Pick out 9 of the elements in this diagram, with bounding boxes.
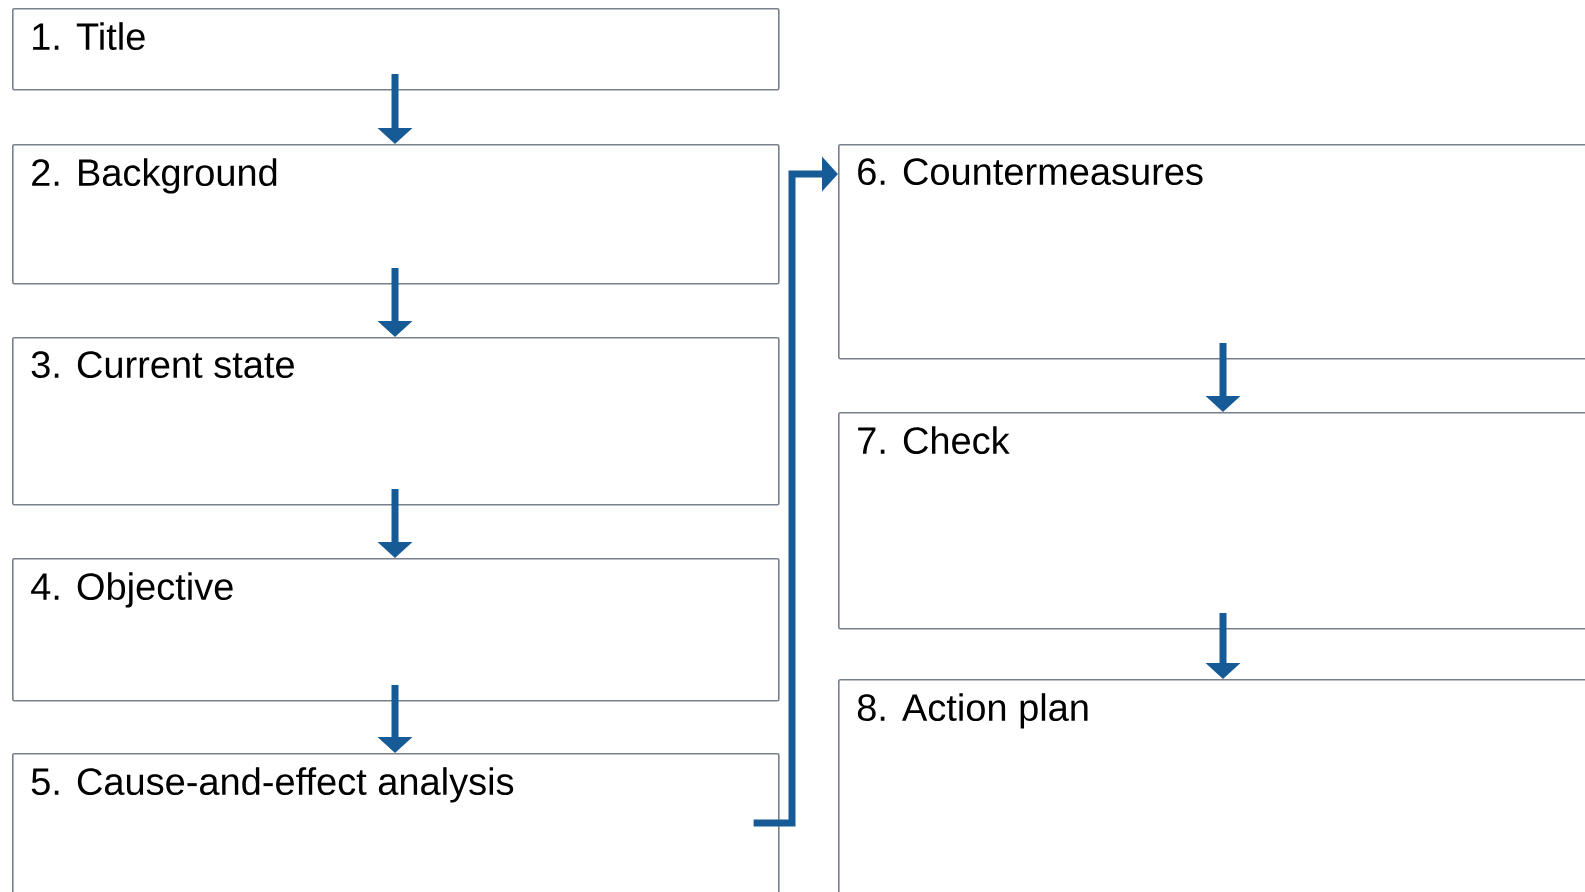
process-box: 1. Title — [12, 8, 780, 91]
process-box: 2. Background — [12, 144, 780, 285]
process-box: 8. Action plan — [838, 679, 1585, 892]
process-box: 7. Check — [838, 412, 1585, 630]
process-box: 5. Cause-and-effect analysis — [12, 753, 780, 892]
process-box: 6. Countermeasures — [838, 144, 1585, 360]
process-box: 4. Objective — [12, 558, 780, 702]
arrow — [753, 156, 838, 827]
process-box: 3. Current state — [12, 337, 780, 506]
